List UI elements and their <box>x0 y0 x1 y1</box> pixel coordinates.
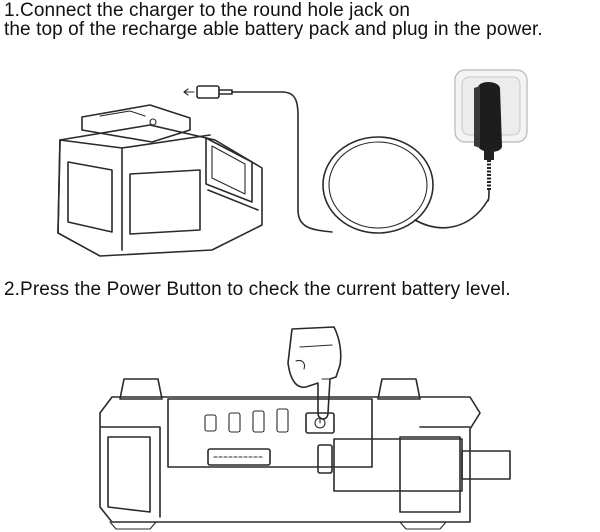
power-button-icon <box>305 412 335 434</box>
charger-adapter-icon <box>474 82 502 202</box>
charger-plug-icon <box>317 438 511 492</box>
charging-illustration <box>57 69 528 257</box>
step-1-instruction-line-1: 1.Connect the charger to the round hole … <box>4 0 411 21</box>
led-indicator-icon <box>204 408 289 466</box>
step-1-instruction-line-2: the top of the recharge able battery pac… <box>4 19 543 40</box>
power-check-illustration <box>99 326 511 530</box>
battery-pack-icon <box>57 104 263 257</box>
pointing-hand-icon <box>287 326 342 420</box>
step-2-instruction: 2.Press the Power Button to check the cu… <box>4 279 511 300</box>
charger-cable-icon <box>183 85 489 234</box>
battery-pack-front-icon <box>99 378 481 530</box>
